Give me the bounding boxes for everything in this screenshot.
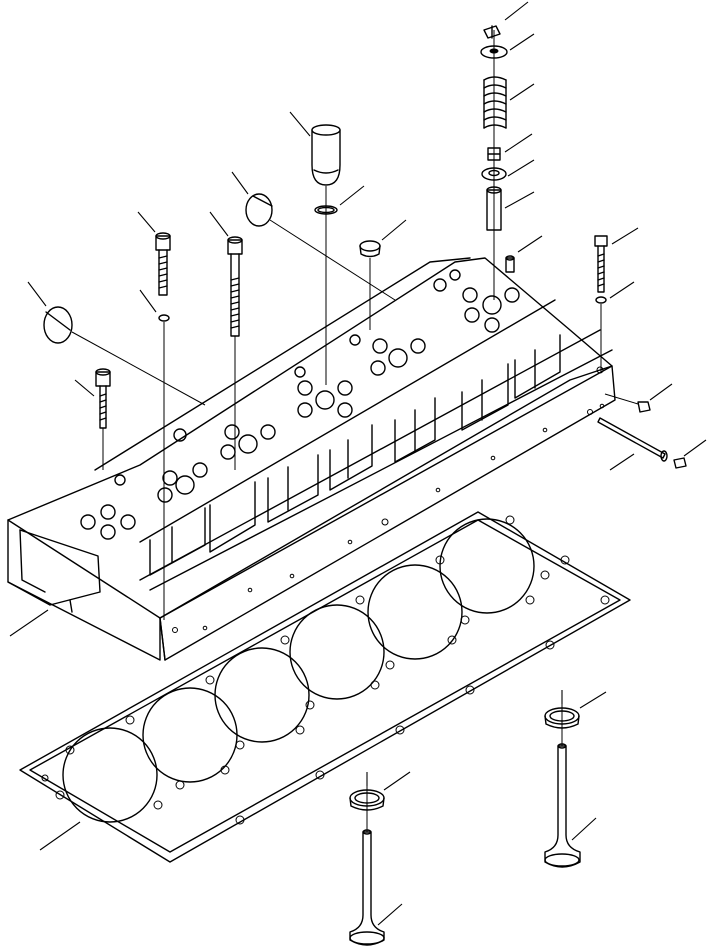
pipe-plug-axis (604, 393, 639, 405)
expansion-plug-top (245, 193, 273, 227)
head-gasket (19, 511, 631, 863)
cylinder-head (7, 257, 616, 661)
valve-spring (483, 76, 507, 129)
leader-lines (9, 1, 707, 926)
plug-top-axis (269, 219, 396, 301)
tube-assembly (597, 417, 668, 462)
pipe-plug-2 (673, 457, 687, 469)
short-capscrew-left (95, 368, 111, 429)
long-capscrew-2 (227, 236, 243, 337)
intake-valve (544, 743, 581, 868)
head-pockets (149, 334, 561, 576)
plug-left-axis (71, 331, 206, 406)
long-capscrew-1 (155, 232, 171, 296)
gasket-holes (41, 515, 610, 825)
injector-sleeve (311, 124, 341, 186)
dowel-pin (505, 255, 515, 273)
pipe-plug (637, 401, 651, 413)
washer-left (158, 314, 170, 322)
washer-right (595, 296, 607, 304)
head-ports (80, 269, 520, 540)
head-side-holes (172, 366, 605, 633)
short-capscrew-right (594, 235, 608, 293)
expansion-plug-left (43, 306, 73, 344)
cup-plug (359, 240, 381, 258)
valve-keeper (483, 25, 501, 39)
exhaust-valve (349, 829, 385, 946)
